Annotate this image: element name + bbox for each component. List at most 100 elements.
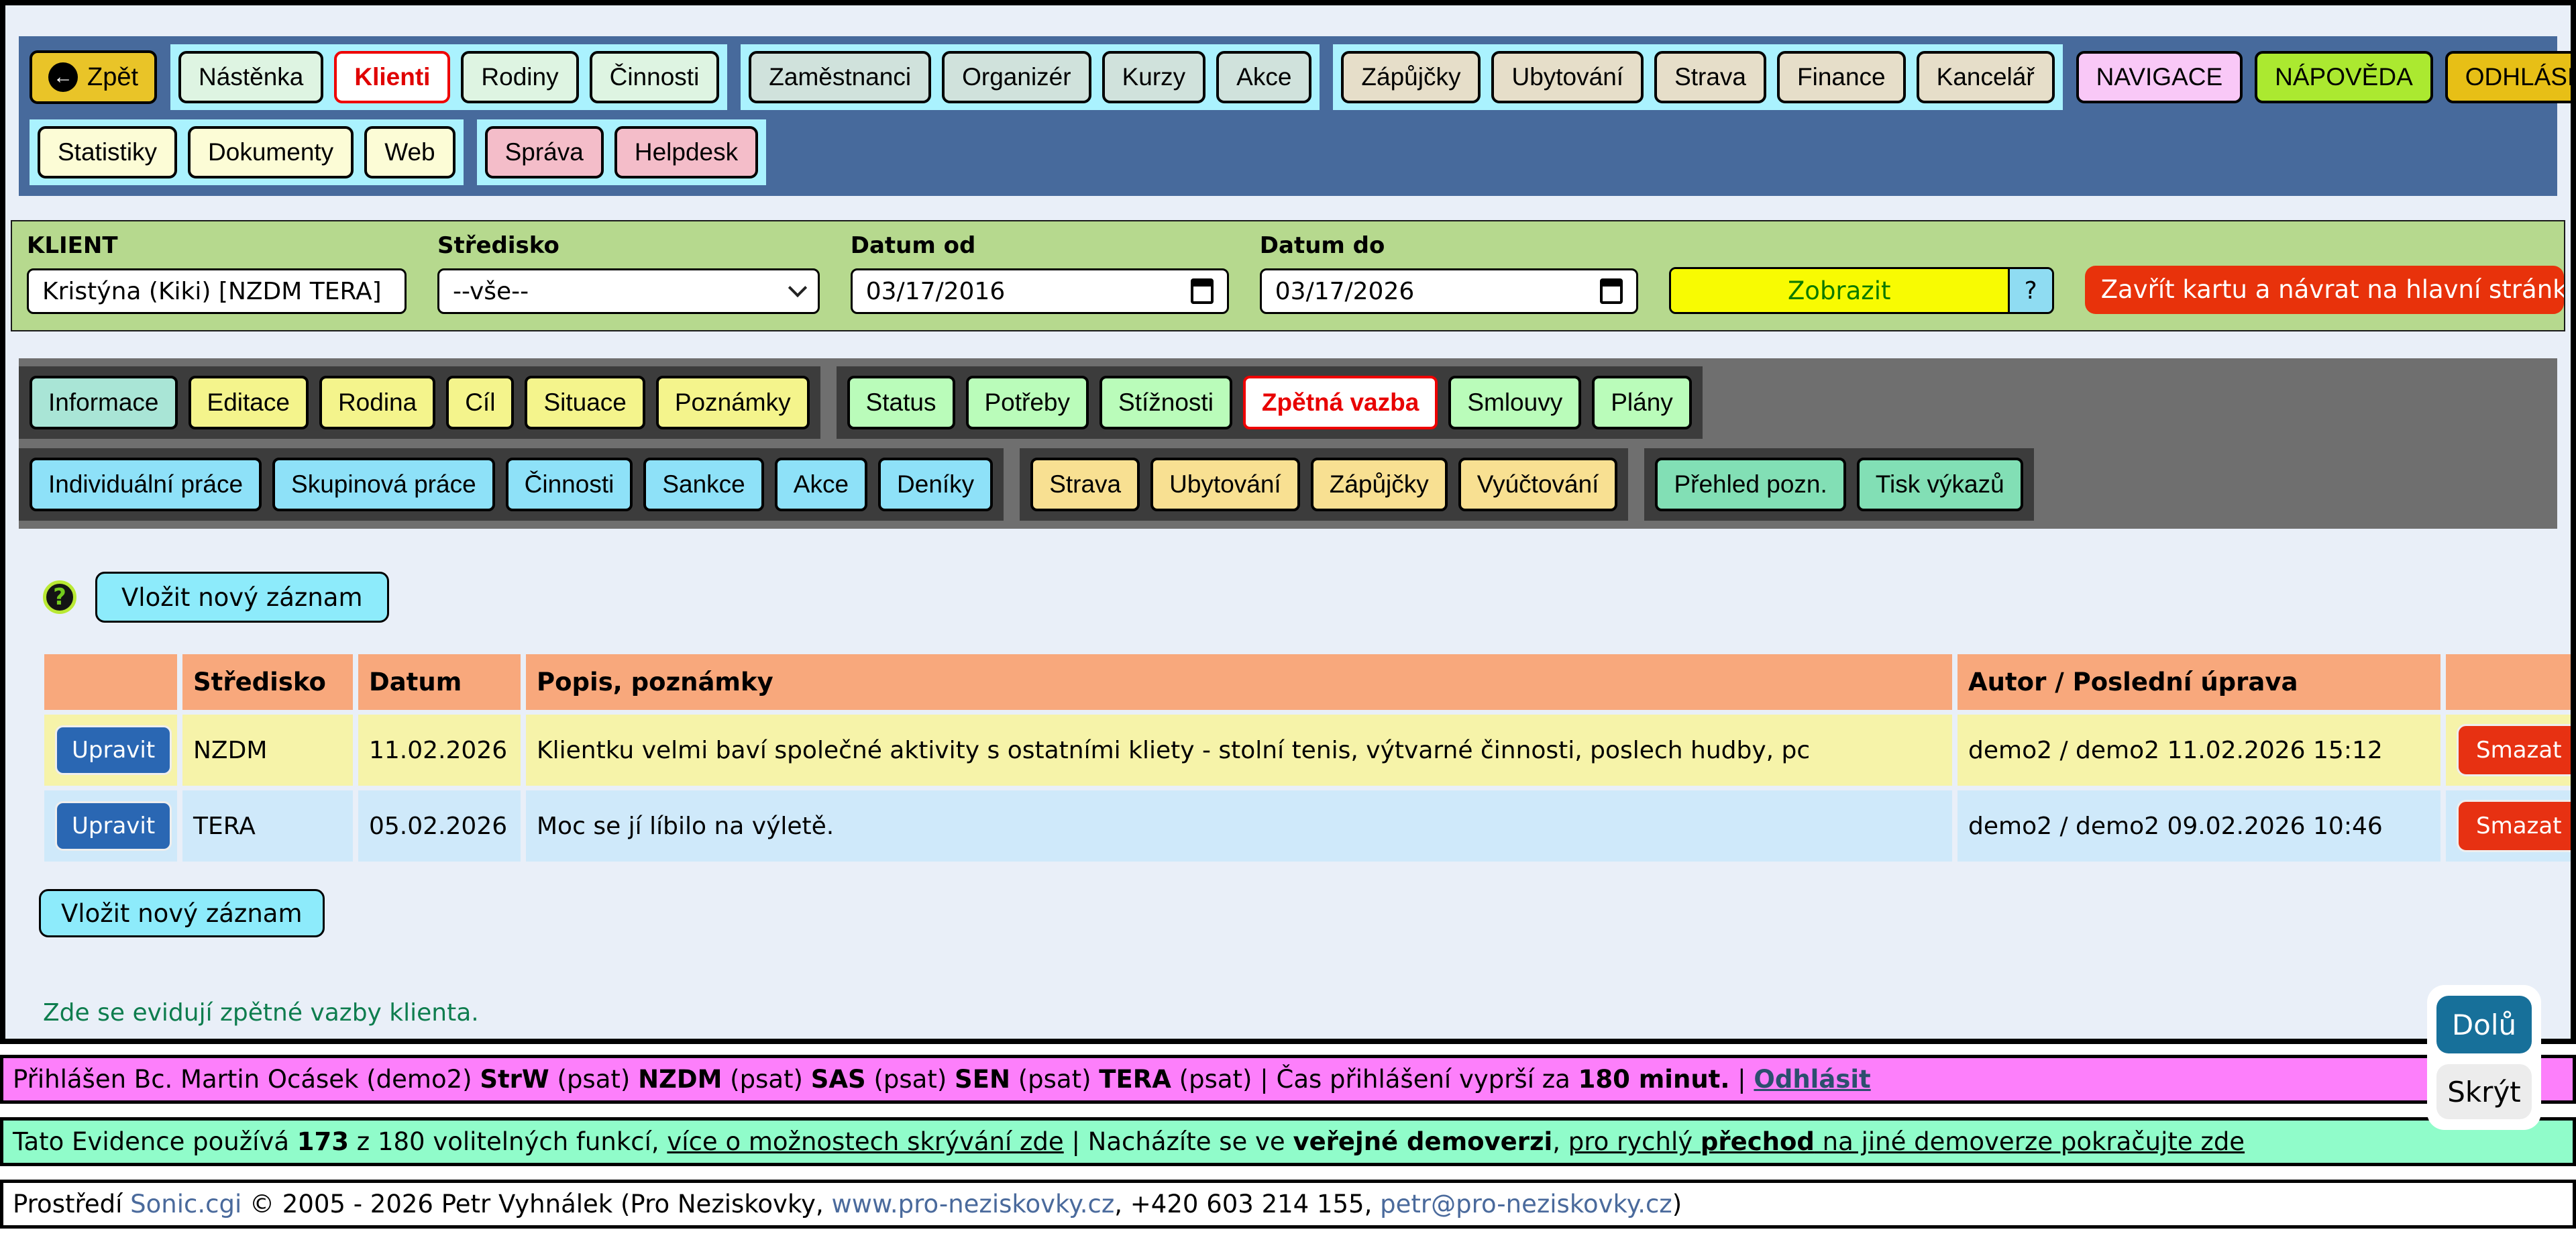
nav-button-zamestnanci[interactable]: Zaměstnanci [749, 51, 932, 103]
tab-zapujcky[interactable]: Zápůjčky [1310, 458, 1448, 511]
tab-akce[interactable]: Akce [774, 458, 868, 511]
help-question-button[interactable]: ? [2007, 269, 2052, 312]
nav-button-akce[interactable]: Akce [1216, 51, 1312, 103]
filter-bar: KLIENT Kristýna (Kiki) [NZDM TERA] Střed… [11, 220, 2565, 331]
link-prechod[interactable]: přechod [1700, 1127, 1815, 1156]
cell-edit: Upravit [44, 790, 177, 862]
datum-do-value: 03/17/2026 [1275, 277, 1415, 305]
calendar-icon[interactable] [1599, 278, 1623, 304]
back-button[interactable]: ← Zpět [30, 50, 158, 104]
link-petr-pro-neziskovky-cz[interactable]: petr@pro-neziskovky.cz [1380, 1190, 1672, 1219]
datum-od-input[interactable]: 03/17/2016 [850, 268, 1229, 314]
help-circle-icon[interactable]: ? [43, 580, 76, 614]
tab-status[interactable]: Status [847, 376, 955, 429]
nav-button-finance[interactable]: Finance [1777, 51, 1906, 103]
tab-deniky[interactable]: Deníky [878, 458, 994, 511]
back-button-label: Zpět [87, 62, 139, 91]
tab-cil[interactable]: Cíl [446, 376, 515, 429]
delete-button[interactable]: Smazat [2457, 724, 2571, 776]
tab-editace[interactable]: Editace [188, 376, 309, 429]
copyright-statusbar: Prostředí Sonic.cgi © 2005 - 2026 Petr V… [0, 1180, 2576, 1229]
tab-potreby[interactable]: Potřeby [965, 376, 1089, 429]
tab-vyuctovani[interactable]: Vyúčtování [1458, 458, 1618, 511]
nav-button-strava[interactable]: Strava [1654, 51, 1766, 103]
hide-button[interactable]: Skrýt [2436, 1064, 2532, 1119]
delete-button[interactable]: Smazat [2457, 800, 2571, 852]
edit-button[interactable]: Upravit [55, 725, 172, 775]
nav-button-helpdesk[interactable]: Helpdesk [614, 126, 759, 178]
column-header-autor-posledni-uprava: Autor / Poslední úprava [1957, 654, 2440, 710]
tab-smlouvy[interactable]: Smlouvy [1448, 376, 1582, 429]
nav-button-klienti[interactable]: Klienti [334, 51, 451, 103]
tab-rodina[interactable]: Rodina [319, 376, 436, 429]
statusbar-text: veřejné demoverzi [1293, 1127, 1553, 1156]
link-sonic-cgi[interactable]: Sonic.cgi [130, 1190, 242, 1219]
tab-situace[interactable]: Situace [525, 376, 645, 429]
calendar-icon[interactable] [1190, 278, 1214, 304]
insert-record-button-top[interactable]: Vložit nový záznam [95, 572, 389, 623]
tab-individualni-prace[interactable]: Individuální práce [30, 458, 262, 511]
section-note: Zde se evidují zpětné vazby klienta. [43, 999, 479, 1027]
tab-informace[interactable]: Informace [30, 376, 178, 429]
nav-button-kurzy[interactable]: Kurzy [1102, 51, 1206, 103]
tab-zpetna-vazba[interactable]: Zpětná vazba [1242, 376, 1438, 429]
datum-do-input[interactable]: 03/17/2026 [1259, 268, 1638, 314]
cell-datum: 05.02.2026 [358, 790, 521, 862]
nav-button-cinnosti[interactable]: Činnosti [589, 51, 720, 103]
nav-button-navigace[interactable]: NAVIGACE [2076, 51, 2243, 103]
tab-prehled-pozn[interactable]: Přehled pozn. [1655, 458, 1846, 511]
tab-poznamky[interactable]: Poznámky [655, 376, 810, 429]
datum-od-value: 03/17/2016 [865, 277, 1006, 305]
nav-button-sprava[interactable]: Správa [484, 126, 604, 178]
zobrazit-button[interactable]: Zobrazit [1670, 269, 2008, 312]
statusbar-text: SEN [955, 1065, 1010, 1094]
link-www-pro-neziskovky-cz[interactable]: www.pro-neziskovky.cz [831, 1190, 1115, 1219]
cell-autor: demo2 / demo2 11.02.2026 15:12 [1957, 715, 2440, 786]
edit-button[interactable]: Upravit [55, 801, 172, 851]
nav-button-napoveda[interactable]: NÁPOVĚDA [2255, 51, 2433, 103]
tab-plany[interactable]: Plány [1592, 376, 1692, 429]
cell-popis: Klientku velmi baví společné aktivity s … [526, 715, 1952, 786]
link-pro-rychly[interactable]: pro rychlý [1568, 1127, 1701, 1156]
column-header-empty [44, 654, 177, 710]
tab-stiznosti[interactable]: Stížnosti [1099, 376, 1232, 429]
tab-ubytovani[interactable]: Ubytování [1150, 458, 1300, 511]
stredisko-select[interactable]: --vše-- [437, 268, 820, 314]
nav-button-kancelar[interactable]: Kancelář [1916, 51, 2055, 103]
nav-button-ubytovani[interactable]: Ubytování [1491, 51, 1644, 103]
link-na-jine-demoverze-pokracujte-zde[interactable]: na jiné demoverze pokračujte zde [1814, 1127, 2245, 1156]
tab-cinnosti[interactable]: Činnosti [505, 458, 633, 511]
tab-skupinova-prace[interactable]: Skupinová práce [272, 458, 495, 511]
insert-record-button-bottom[interactable]: Vložit nový záznam [39, 889, 325, 937]
cell-delete: Smazat [2446, 790, 2571, 862]
tab-sankce[interactable]: Sankce [643, 458, 764, 511]
nav-button-odhlasit[interactable]: ODHLÁSIT [2445, 51, 2571, 103]
nav-button-zapujcky[interactable]: Zápůjčky [1341, 51, 1481, 103]
link-odhlasit[interactable]: Odhlásit [1754, 1065, 1871, 1094]
nav-button-rodiny[interactable]: Rodiny [461, 51, 579, 103]
nav-button-nastenka[interactable]: Nástěnka [178, 51, 324, 103]
nav-button-web[interactable]: Web [364, 126, 455, 178]
scroll-down-button[interactable]: Dolů [2436, 996, 2532, 1053]
statusbar-text: © 2005 - 2026 Petr Vyhnálek (Pro Nezisko… [241, 1190, 832, 1219]
stredisko-label: Středisko [437, 232, 559, 259]
tab-tisk-vykazu[interactable]: Tisk výkazů [1856, 458, 2023, 511]
statusbar-text: z 180 volitelných funkcí, [349, 1127, 667, 1156]
klient-input[interactable]: Kristýna (Kiki) [NZDM TERA] [27, 268, 407, 314]
link-vice-o-moznostech-skryvani-zde[interactable]: více o možnostech skrývání zde [667, 1127, 1064, 1156]
close-card-button[interactable]: Zavřít kartu a návrat na hlavní stránku [2084, 266, 2564, 314]
nav-button-organizer[interactable]: Organizér [942, 51, 1091, 103]
nav-button-statistiky[interactable]: Statistiky [38, 126, 178, 178]
nav-button-dokumenty[interactable]: Dokumenty [188, 126, 354, 178]
tab-strava[interactable]: Strava [1030, 458, 1140, 511]
column-header-stredisko: Středisko [182, 654, 353, 710]
